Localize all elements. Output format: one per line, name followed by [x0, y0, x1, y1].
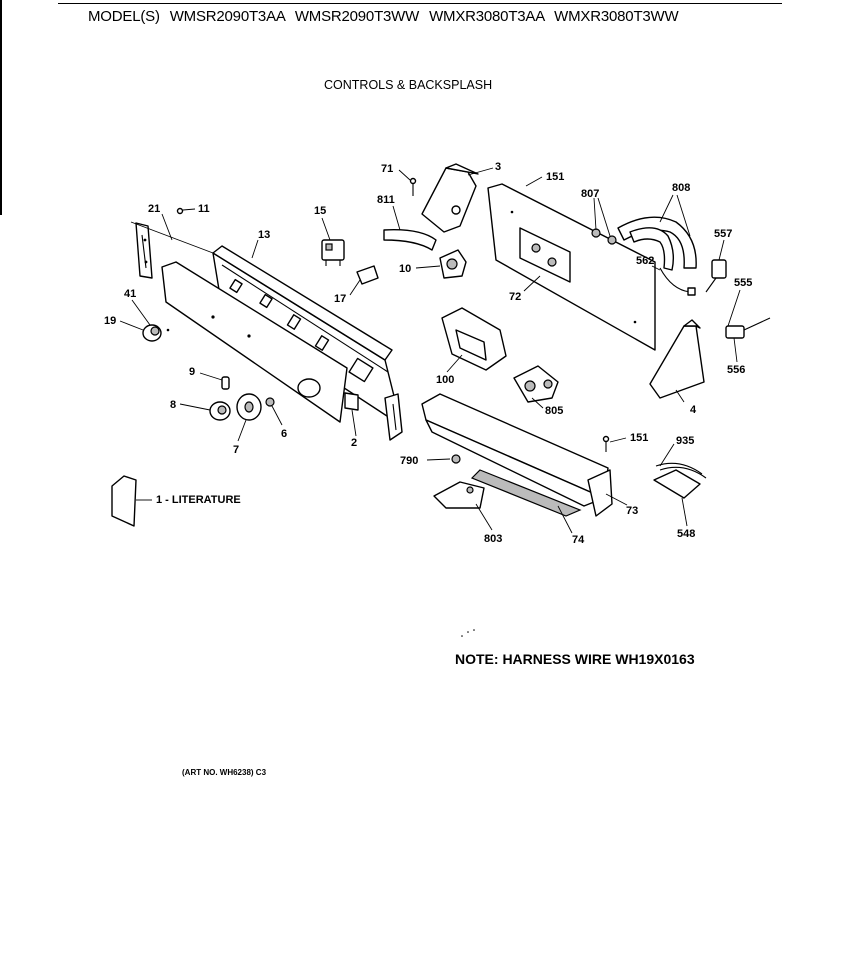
- panel-end-cap: [384, 393, 403, 441]
- callout-74: 74: [572, 534, 585, 546]
- part-6-clip: [265, 397, 275, 407]
- harness-note: NOTE: HARNESS WIRE WH19X0163: [455, 651, 695, 667]
- callout-6: 6: [281, 428, 287, 440]
- part-100-control-housing: [441, 307, 507, 371]
- part-11-screw: [176, 207, 196, 215]
- callout-557: 557: [714, 228, 732, 240]
- part-548-harness: [653, 462, 707, 499]
- part-562-wire: [659, 267, 696, 296]
- part-3-bracket: [421, 163, 479, 233]
- callout-71: 71: [381, 163, 393, 175]
- scan-specks: [461, 629, 475, 637]
- callout-7: 7: [233, 444, 239, 456]
- part-74-lower-trim: [421, 393, 613, 517]
- leader-lines: [119, 167, 741, 534]
- callout-2: 2: [351, 437, 357, 449]
- callout-555: 555: [734, 277, 752, 289]
- art-number: (ART NO. WH6238) C3: [182, 768, 267, 777]
- callout-17: 17: [334, 293, 346, 305]
- callout-935: 935: [676, 435, 694, 447]
- part-790-screw: [451, 454, 461, 464]
- part-805-valve: [513, 365, 559, 403]
- part-17-clip: [356, 265, 379, 285]
- callout-3: 3: [495, 161, 501, 173]
- callout-562: 562: [636, 255, 654, 267]
- callout-805: 805: [545, 405, 563, 417]
- part-10-valve: [439, 249, 467, 279]
- part-13-control-panel: [212, 245, 396, 419]
- part-557-sensor: [705, 259, 727, 293]
- callout-807: 807: [581, 188, 599, 200]
- part-556-thermistor: [725, 317, 771, 339]
- part-803-bracket: [433, 481, 485, 509]
- part-1-literature: [111, 475, 152, 527]
- page-edge-line: [0, 0, 2, 215]
- callout-11: 11: [198, 203, 210, 215]
- callout-labels: 71 3 151 807 808 811 21 11 15 13 557 10 …: [104, 161, 752, 546]
- callout-151: 151: [546, 171, 564, 183]
- header-rule: [58, 3, 782, 4]
- callout-8: 8: [170, 399, 176, 411]
- callout-10: 10: [399, 263, 411, 275]
- callout-15: 15: [314, 205, 326, 217]
- callout-803: 803: [484, 533, 502, 545]
- callout-100: 100: [436, 374, 454, 386]
- part-71-screw: [409, 177, 417, 196]
- part-808-hoses: [617, 216, 697, 271]
- callout-9: 9: [189, 366, 195, 378]
- part-19-knob: [142, 324, 170, 342]
- part-7-dial: [236, 393, 262, 421]
- model-numbers: MODEL(S) WMSR2090T3AA WMSR2090T3WW WMXR3…: [88, 8, 679, 25]
- part-2-faceplate: [161, 261, 359, 423]
- part-9-spring: [221, 376, 230, 390]
- callout-72: 72: [509, 291, 521, 303]
- part-72-backsplash: [487, 183, 656, 351]
- callout-21: 21: [148, 203, 160, 215]
- callout-19: 19: [104, 315, 116, 327]
- literature-label: 1 - LITERATURE: [156, 494, 241, 506]
- part-151-screw: [602, 435, 610, 452]
- section-title: CONTROLS & BACKSPLASH: [324, 78, 493, 92]
- callout-811: 811: [377, 194, 395, 206]
- callout-13: 13: [258, 229, 270, 241]
- callout-556: 556: [727, 364, 745, 376]
- part-21-end-cap: [135, 222, 153, 279]
- callout-41: 41: [124, 288, 136, 300]
- part-4-bracket: [649, 319, 705, 399]
- part-15-switch: [321, 239, 345, 266]
- callout-808: 808: [672, 182, 690, 194]
- part-811-hose: [383, 229, 437, 251]
- callout-790: 790: [400, 455, 418, 467]
- callout-4: 4: [690, 404, 697, 416]
- callout-151b: 151: [630, 432, 648, 444]
- callout-548: 548: [677, 528, 695, 540]
- callout-73: 73: [626, 505, 638, 517]
- part-8-knob: [209, 401, 231, 421]
